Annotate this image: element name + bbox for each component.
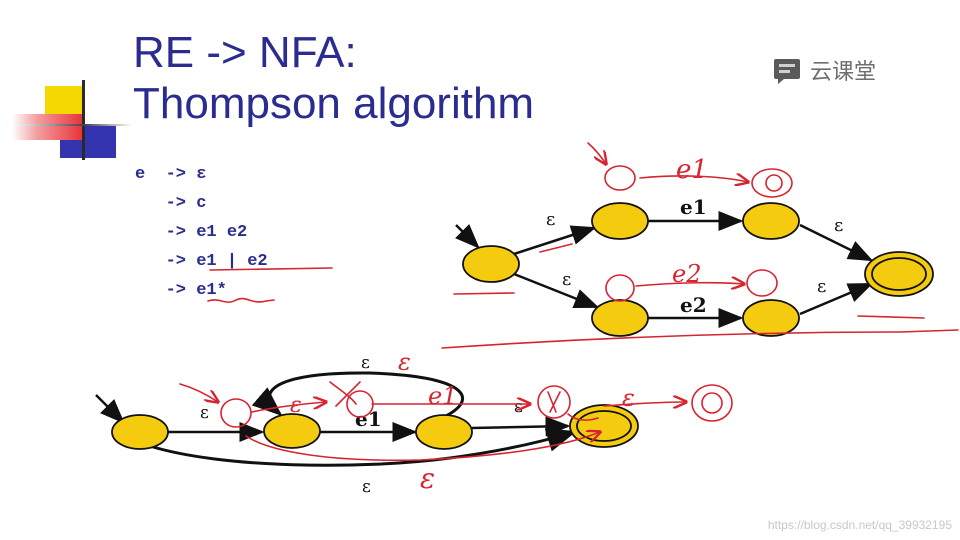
handwritten-annotations — [179, 142, 959, 462]
hand-circle-8 — [691, 384, 733, 422]
title-decoration — [12, 80, 132, 160]
hand-text-eps-1: ε — [398, 348, 411, 376]
grammar-rule-5: -> e1* — [135, 281, 227, 300]
grammar-rule-4: -> e1 | e2 — [135, 252, 268, 271]
edge-lower-eps — [513, 272, 600, 309]
state-start — [462, 245, 520, 283]
hand-curve-bottom — [245, 432, 600, 462]
hand-circle-7 — [537, 385, 571, 419]
underline-union — [209, 267, 333, 271]
hand-underline-start — [453, 292, 515, 295]
union-label-4: ε — [562, 269, 571, 290]
star-state-e1-out — [415, 414, 473, 450]
hand-arrow-eps — [251, 402, 326, 413]
edge-upper-right-eps — [799, 223, 874, 262]
hand-circle-3 — [605, 274, 635, 302]
star-label-4: ε — [514, 397, 523, 417]
state-e2-out — [742, 299, 800, 337]
source-url-watermark: https://blog.csdn.net/qq_39932195 — [767, 518, 952, 532]
hand-circle-8-inner — [701, 392, 723, 414]
edge-upper-eps — [513, 225, 597, 256]
star-nfa: ε ε e1 ε ε — [95, 353, 639, 497]
hand-circle-2 — [751, 168, 793, 198]
yunketang-logo: 云课堂 — [772, 53, 876, 87]
hand-x-2 — [335, 381, 361, 407]
hand-circle-2-inner — [765, 174, 783, 192]
grammar-rule-3: -> e1 e2 — [135, 223, 248, 242]
hand-circle-5 — [220, 398, 252, 428]
hand-arrow-bottom — [179, 383, 218, 402]
union-label-1: ε — [546, 209, 555, 230]
star-edge-3 — [471, 416, 571, 437]
hand-text-eps-2: ε — [290, 393, 302, 418]
hand-divider — [441, 329, 959, 349]
start-arrow — [455, 224, 480, 249]
hand-text-eps-4: ε — [420, 462, 435, 495]
hand-arrow-e2 — [635, 283, 744, 286]
edge-lower-right-eps — [799, 282, 874, 316]
star-loop-back — [251, 371, 465, 418]
logo-text: 云课堂 — [810, 60, 877, 85]
hand-arrow-final — [603, 402, 686, 406]
title-line-1: RE -> NFA: — [133, 28, 357, 77]
star-label-3: e1 — [355, 407, 382, 431]
hand-circle-7-scribble — [547, 391, 561, 413]
hand-text-e2: e2 — [672, 260, 701, 288]
book-icon — [774, 59, 800, 84]
hand-underline-accept — [857, 315, 925, 319]
hand-mark-accept — [567, 413, 599, 421]
squiggle-star — [207, 297, 275, 303]
hand-circle-4 — [746, 269, 778, 297]
star-state-start — [111, 414, 169, 450]
hand-arrow-e1 — [639, 176, 748, 182]
state-accept — [864, 251, 934, 297]
state-e1-out — [742, 202, 800, 240]
union-label-5: e2 — [680, 293, 707, 317]
union-nfa: ε e1 ε ε e2 ε — [455, 195, 934, 337]
title-line-2: Thompson algorithm — [133, 79, 535, 128]
star-label-1: ε — [200, 403, 209, 423]
hand-text-bottom-e1: e1 — [428, 382, 457, 410]
hand-arrow-top — [587, 142, 606, 164]
union-label-3: ε — [834, 215, 843, 236]
handwritten-text: e1 e2 e1 ε ε ε ε — [290, 155, 708, 495]
union-label-2: e1 — [680, 195, 707, 219]
star-label-5: ε — [362, 477, 371, 497]
grammar-rule-1: e -> ε — [135, 165, 207, 184]
hand-text-eps-3: ε — [622, 384, 635, 412]
hand-circle-1 — [604, 165, 636, 191]
state-e1-in — [591, 202, 649, 240]
state-accept-inner — [871, 257, 927, 291]
grammar-rule-2: -> c — [135, 194, 207, 213]
star-start-arrow — [95, 394, 125, 424]
hand-tick-1 — [539, 243, 573, 253]
star-bypass — [149, 428, 577, 467]
union-label-6: ε — [817, 276, 826, 297]
hand-text-e1: e1 — [676, 155, 708, 185]
hand-x-1 — [329, 381, 357, 405]
state-e2-in — [591, 299, 649, 337]
star-state-e1-in — [263, 413, 321, 449]
star-state-accept-inner — [576, 410, 632, 442]
star-label-2: ε — [361, 353, 370, 373]
